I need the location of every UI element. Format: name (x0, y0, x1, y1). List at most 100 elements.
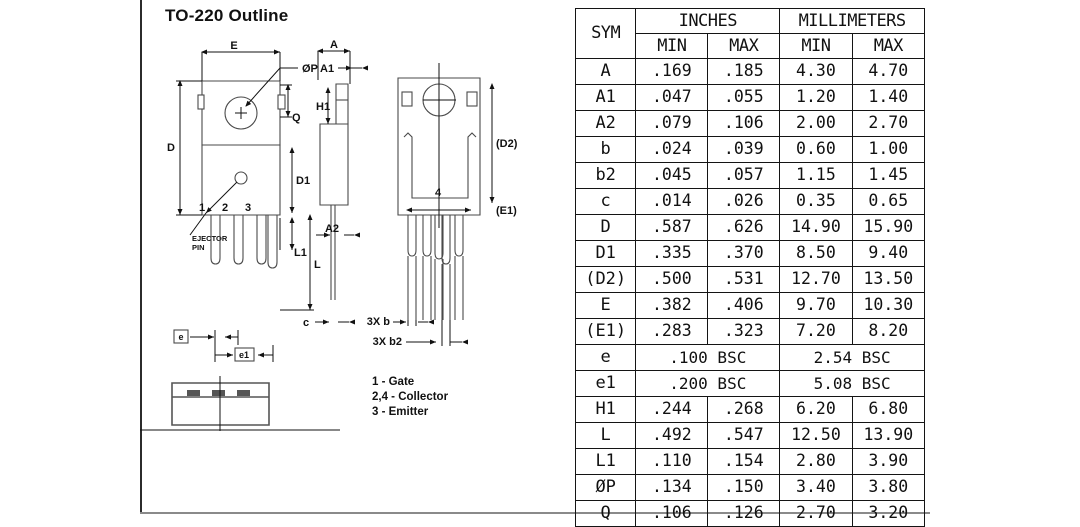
cell-inches-max: .323 (707, 318, 781, 345)
cell-mm-max: 10.30 (851, 292, 926, 319)
cell-sym: A2 (574, 110, 637, 137)
cell-inches-max: .039 (707, 136, 781, 163)
header-inches-min: MIN (635, 33, 709, 59)
cell-inches-min: .587 (635, 214, 709, 241)
cell-inches-min: .024 (635, 136, 709, 163)
dim-label-c: c (303, 317, 309, 329)
cell-inches-min: .134 (635, 474, 709, 501)
cell-mm-max: 4.70 (851, 58, 926, 85)
cell-sym: e1 (574, 370, 637, 397)
cell-mm-min: 3.40 (779, 474, 853, 501)
cell-sym: E (574, 292, 637, 319)
table-header-row-1: SYM INCHES MILLIMETERS (574, 8, 925, 59)
cell-inches-min: .492 (635, 422, 709, 449)
pin-number-4: 4 (435, 187, 442, 199)
cell-inches-max: .370 (707, 240, 781, 267)
dim-label-Q: Q (292, 112, 301, 124)
cell-mm-max: 1.40 (851, 84, 926, 111)
cell-inches-bsc: .100 BSC (635, 344, 781, 371)
cell-mm-min: 1.20 (779, 84, 853, 111)
cell-mm-min: 12.50 (779, 422, 853, 449)
cell-sym: L1 (574, 448, 637, 475)
cell-mm-max: 8.20 (851, 318, 926, 345)
cell-inches-min: .244 (635, 396, 709, 423)
cell-mm-min: 14.90 (779, 214, 853, 241)
cell-mm-min: 9.70 (779, 292, 853, 319)
cell-inches-bsc: .200 BSC (635, 370, 781, 397)
cell-inches-max: .026 (707, 188, 781, 215)
cell-sym: D (574, 214, 637, 241)
header-inches-max: MAX (707, 33, 781, 59)
cell-mm-min: 2.80 (779, 448, 853, 475)
cell-inches-max: .531 (707, 266, 781, 293)
cell-mm-min: 2.00 (779, 110, 853, 137)
cell-mm-min: 1.15 (779, 162, 853, 189)
cell-sym: D1 (574, 240, 637, 267)
cell-inches-min: .382 (635, 292, 709, 319)
cell-inches-max: .126 (707, 500, 781, 527)
dim-label-3X-b: 3X b (367, 316, 391, 328)
cell-mm-min: 0.60 (779, 136, 853, 163)
cell-sym: b (574, 136, 637, 163)
dim-label-3X-b2: 3X b2 (373, 336, 402, 348)
table-header-row-2: MIN MAX MIN MAX (576, 33, 926, 59)
cell-sym: b2 (574, 162, 637, 189)
header-mm-min: MIN (779, 33, 853, 59)
header-inches: INCHES (635, 8, 781, 34)
cell-inches-max: .057 (707, 162, 781, 189)
cell-inches-min: .106 (635, 500, 709, 527)
cell-inches-max: .055 (707, 84, 781, 111)
cell-inches-min: .014 (635, 188, 709, 215)
package-outline-drawing: TO-220 Outline (140, 0, 570, 525)
cell-mm-min: 6.20 (779, 396, 853, 423)
cell-sym: c (574, 188, 637, 215)
front-view: EJECTOR PIN 1 2 3 E ØP (167, 40, 321, 362)
cell-mm-min: 12.70 (779, 266, 853, 293)
pin-legend: 1 - Gate 2,4 - Collector 3 - Emitter (372, 376, 449, 418)
cell-mm-max: 3.90 (851, 448, 926, 475)
dim-label-OP: ØP (302, 63, 318, 75)
legend-item-2: 2,4 - Collector (372, 391, 449, 403)
cell-inches-max: .268 (707, 396, 781, 423)
dim-label-E1: (E1) (496, 205, 517, 217)
dim-label-L1: L1 (294, 247, 307, 259)
cell-sym: Q (574, 500, 637, 527)
cell-inches-max: .185 (707, 58, 781, 85)
cell-inches-min: .110 (635, 448, 709, 475)
pin-number-2: 2 (222, 202, 228, 214)
side-view: A A1 H1 A2 c (303, 39, 368, 329)
dim-label-D1: D1 (296, 175, 310, 187)
cell-inches-max: .106 (707, 110, 781, 137)
cell-inches-min: .283 (635, 318, 709, 345)
cell-sym: e (574, 344, 637, 371)
header-millimeters: MILLIMETERS (779, 8, 925, 34)
dim-label-D: D (167, 142, 175, 154)
cell-mm-min: 0.35 (779, 188, 853, 215)
dim-label-L: L (314, 259, 321, 271)
cell-mm-min: 2.70 (779, 500, 853, 527)
cell-sym: H1 (574, 396, 637, 423)
cell-sym: (E1) (574, 318, 637, 345)
header-sym: SYM (574, 8, 637, 59)
cell-mm-max: 0.65 (851, 188, 926, 215)
cell-mm-min: 7.20 (779, 318, 853, 345)
cell-inches-max: .154 (707, 448, 781, 475)
dim-label-D2: (D2) (496, 138, 518, 150)
outline-svg: EJECTOR PIN 1 2 3 E ØP (140, 39, 518, 431)
pin-number-3: 3 (245, 202, 251, 214)
ejector-label-line2: PIN (192, 243, 205, 252)
